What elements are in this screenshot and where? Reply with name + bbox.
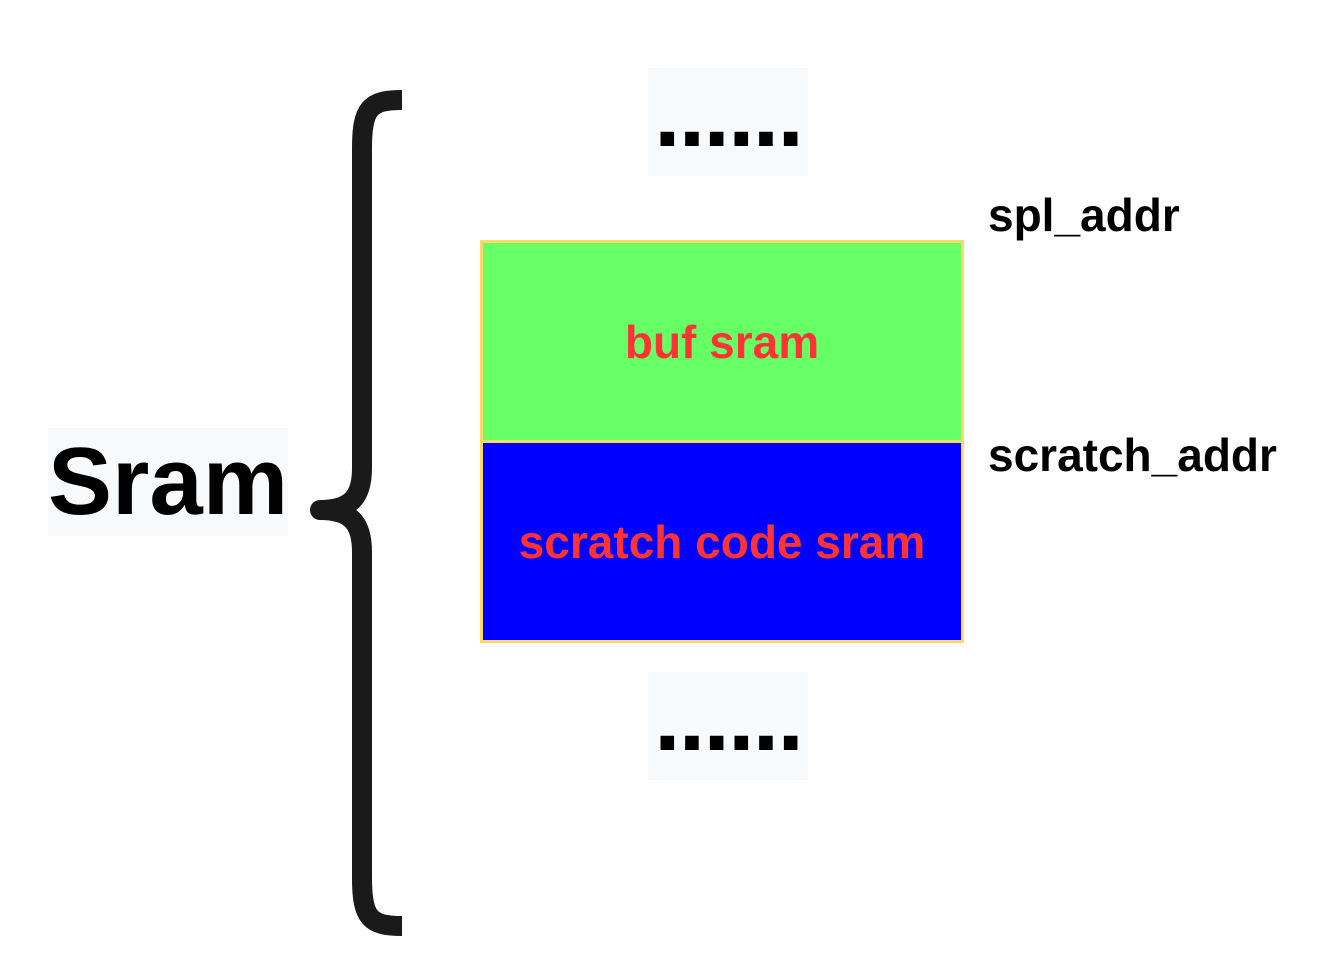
curly-brace-icon [310,90,403,936]
scratch-addr-label: scratch_addr [988,429,1277,481]
scratch-code-sram-label: scratch code sram [518,515,926,568]
scratch-code-sram-block: scratch code sram [480,440,964,643]
ellipsis-bottom-text: ...... [653,664,804,771]
ellipsis-top-text: ...... [653,60,804,167]
buf-sram-label: buf sram [624,315,820,368]
buf-sram-block: buf sram [480,240,964,443]
ellipsis-top: ...... [648,60,808,176]
spl-addr-label: spl_addr [988,189,1180,241]
ellipsis-bottom: ...... [648,664,808,780]
sram-group-label: Sram [47,428,289,536]
